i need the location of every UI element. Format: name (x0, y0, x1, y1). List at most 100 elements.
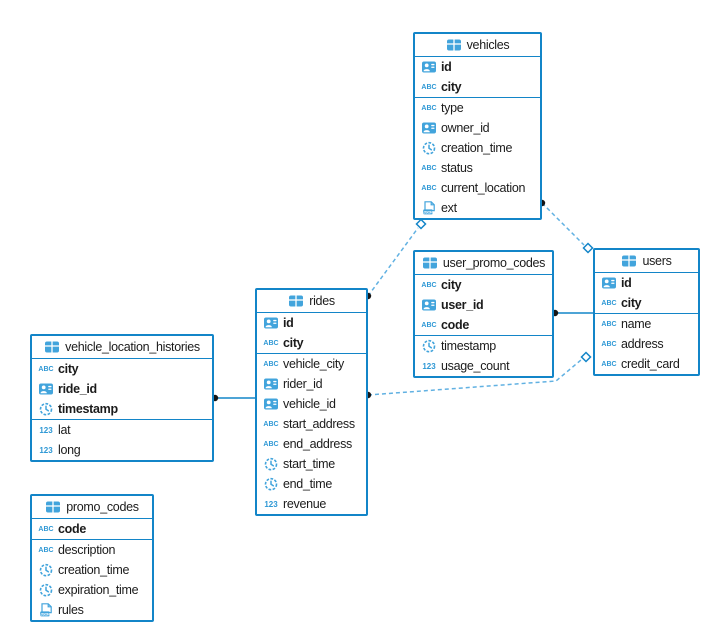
column-name: current_location (441, 181, 526, 195)
column-name: timestamp (58, 402, 118, 416)
column-name: name (621, 317, 652, 331)
column-name: ext (441, 201, 457, 215)
table-header[interactable]: vehicle_location_histories (32, 336, 212, 359)
column-row[interactable]: expiration_time (32, 580, 152, 600)
column-name: code (441, 318, 469, 332)
column-row[interactable]: ABC name (595, 314, 698, 334)
column-name: id (283, 316, 294, 330)
column-row[interactable]: ABC city (415, 275, 552, 295)
table-vehicles[interactable]: vehicles id ABC city ABC type owner_id (413, 32, 542, 220)
table-promo_codes[interactable]: promo_codes ABC code ABC description cre… (30, 494, 154, 622)
table-user_promo_codes[interactable]: user_promo_codes ABC city user_id ABC co… (413, 250, 554, 378)
table-header[interactable]: users (595, 250, 698, 273)
uuid-icon (601, 275, 617, 291)
text-type-icon: ABC (421, 104, 437, 112)
column-row[interactable]: ABC description (32, 540, 152, 560)
timestamp-icon (421, 338, 437, 354)
column-row[interactable]: ABC city (257, 333, 366, 353)
table-icon (288, 293, 304, 309)
column-row[interactable]: start_time (257, 454, 366, 474)
text-type-icon: ABC (38, 525, 54, 533)
column-name: long (58, 443, 81, 457)
column-row[interactable]: ABC end_address (257, 434, 366, 454)
column-row[interactable]: ABC address (595, 334, 698, 354)
column-name: city (441, 278, 462, 292)
table-name: users (642, 254, 672, 268)
column-row[interactable]: ABC start_address (257, 414, 366, 434)
column-section: 123 lat 123 long (32, 420, 212, 460)
column-row[interactable]: 123 revenue (257, 494, 366, 514)
column-name: status (441, 161, 473, 175)
column-row[interactable]: ABC code (32, 519, 152, 539)
text-type-icon: ABC (38, 546, 54, 554)
table-header[interactable]: rides (257, 290, 366, 313)
table-header[interactable]: promo_codes (32, 496, 152, 519)
text-type-icon: ABC (421, 184, 437, 192)
column-row[interactable]: ABC current_location (415, 178, 540, 198)
column-row[interactable]: user_id (415, 295, 552, 315)
column-row[interactable]: 123 lat (32, 420, 212, 440)
text-type-icon: ABC (601, 320, 617, 328)
column-row[interactable]: ABC city (415, 77, 540, 97)
table-name: vehicle_location_histories (65, 340, 200, 354)
table-icon (621, 253, 637, 269)
table-name: vehicles (466, 38, 510, 52)
column-name: city (58, 362, 79, 376)
column-row[interactable]: ABC status (415, 158, 540, 178)
text-type-icon: ABC (263, 360, 279, 368)
table-name: promo_codes (66, 500, 139, 514)
column-row[interactable]: 123 long (32, 440, 212, 460)
text-type-icon: ABC (263, 440, 279, 448)
timestamp-icon (263, 476, 279, 492)
column-row[interactable]: vehicle_id (257, 394, 366, 414)
column-row[interactable]: 123 usage_count (415, 356, 552, 376)
column-row[interactable]: ext (415, 198, 540, 218)
column-name: end_address (283, 437, 352, 451)
number-type-icon: 123 (264, 499, 278, 509)
column-row[interactable]: id (415, 57, 540, 77)
column-row[interactable]: rules (32, 600, 152, 620)
table-header[interactable]: user_promo_codes (415, 252, 552, 275)
timestamp-icon (421, 140, 437, 156)
column-name: ride_id (58, 382, 97, 396)
column-row[interactable]: creation_time (32, 560, 152, 580)
column-row[interactable]: timestamp (415, 336, 552, 356)
column-name: vehicle_id (283, 397, 336, 411)
column-name: city (441, 80, 462, 94)
column-row[interactable]: end_time (257, 474, 366, 494)
column-row[interactable]: rider_id (257, 374, 366, 394)
column-row[interactable]: ABC city (595, 293, 698, 313)
column-name: start_address (283, 417, 355, 431)
column-name: address (621, 337, 664, 351)
uuid-icon (263, 315, 279, 331)
column-row[interactable]: ride_id (32, 379, 212, 399)
column-name: lat (58, 423, 71, 437)
column-row[interactable]: ABC city (32, 359, 212, 379)
relationship-vehicles-users (538, 199, 594, 254)
column-name: rider_id (283, 377, 323, 391)
table-vehicle_location_histories[interactable]: vehicle_location_histories ABC city ride… (30, 334, 214, 462)
column-name: user_id (441, 298, 484, 312)
table-users[interactable]: users id ABC city ABC name ABC address A… (593, 248, 700, 376)
uuid-icon (421, 59, 437, 75)
column-row[interactable]: id (595, 273, 698, 293)
number-type-icon: 123 (422, 361, 436, 371)
column-name: id (621, 276, 632, 290)
column-row[interactable]: id (257, 313, 366, 333)
timestamp-icon (263, 456, 279, 472)
table-header[interactable]: vehicles (415, 34, 540, 57)
column-name: city (621, 296, 642, 310)
column-row[interactable]: owner_id (415, 118, 540, 138)
column-row[interactable]: ABC code (415, 315, 552, 335)
table-rides[interactable]: rides id ABC city ABC vehicle_city rider… (255, 288, 368, 516)
column-row[interactable]: ABC type (415, 98, 540, 118)
column-row[interactable]: timestamp (32, 399, 212, 419)
column-row[interactable]: ABC vehicle_city (257, 354, 366, 374)
column-name: id (441, 60, 452, 74)
table-name: rides (309, 294, 335, 308)
column-row[interactable]: ABC credit_card (595, 354, 698, 374)
column-row[interactable]: creation_time (415, 138, 540, 158)
text-type-icon: ABC (421, 83, 437, 91)
column-name: type (441, 101, 464, 115)
uuid-icon (421, 297, 437, 313)
